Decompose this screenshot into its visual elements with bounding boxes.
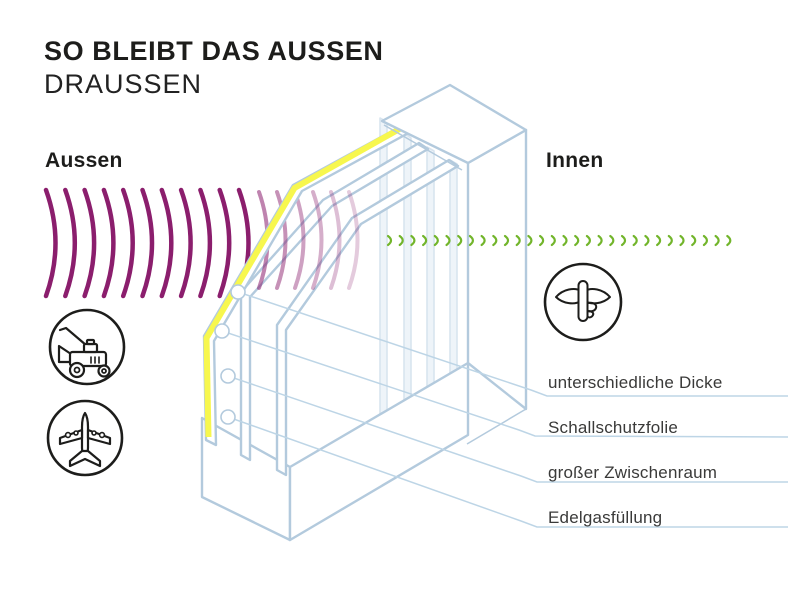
sound-wave-arc <box>101 187 116 299</box>
sound-wave-arc <box>457 234 463 247</box>
dampened-sound-waves <box>257 190 360 290</box>
sound-wave-arc <box>178 187 193 299</box>
sound-wave-arc <box>82 187 97 299</box>
sound-wave-arc <box>691 234 697 247</box>
sound-wave-arc <box>726 234 732 247</box>
sound-wave-arc <box>667 234 673 247</box>
sound-wave-arc <box>656 234 662 247</box>
sound-wave-arc <box>445 234 451 247</box>
sound-wave-arc <box>527 234 533 247</box>
callout-lines <box>221 291 789 528</box>
glass-pane-2 <box>239 141 430 462</box>
sound-wave-arc <box>702 234 708 247</box>
sound-wave-arc <box>159 187 174 299</box>
quiet-shh-icon <box>543 262 623 342</box>
lawnmower-icon <box>48 308 126 386</box>
sound-wave-arc <box>329 190 342 290</box>
inside-label: Innen <box>546 149 604 172</box>
sound-wave-arc <box>480 234 486 247</box>
headline-line2: DRAUSSEN <box>44 69 203 99</box>
callout-label-large-gap: großer Zwischenraum <box>548 463 718 482</box>
sound-wave-arc <box>422 234 428 247</box>
sound-wave-arc <box>597 234 603 247</box>
sound-wave-arc <box>433 234 439 247</box>
sound-wave-arc <box>120 187 135 299</box>
sound-wave-arc <box>539 234 545 247</box>
sound-wave-arc <box>386 234 393 247</box>
sound-wave-arc <box>644 234 650 247</box>
glass-pane-3 <box>275 158 460 477</box>
sound-wave-arc <box>275 190 288 290</box>
outside-label: Aussen <box>45 149 123 172</box>
callout-anchor-dots <box>214 284 246 425</box>
sound-wave-arc <box>620 234 627 247</box>
transmitted-quiet-waves <box>386 234 732 247</box>
airplane-icon <box>46 399 124 477</box>
outside-sound-waves <box>43 187 251 299</box>
sound-wave-arc <box>574 234 580 247</box>
sound-wave-arc <box>43 187 58 299</box>
callout-label-sound-protection-film: Schallschutzfolie <box>548 418 679 437</box>
headline-line1: SO BLEIBT DAS AUSSEN <box>44 36 384 66</box>
sound-wave-arc <box>398 234 404 247</box>
inner-glass-panes <box>239 141 460 477</box>
sound-wave-arc <box>347 190 360 290</box>
sound-wave-arc <box>585 234 591 247</box>
sound-wave-arc <box>198 187 213 299</box>
sound-wave-arc <box>503 234 510 247</box>
sound-wave-arc <box>217 187 232 299</box>
sound-wave-arc <box>63 187 77 299</box>
sound-wave-arc <box>311 190 324 290</box>
sound-wave-arc <box>550 234 556 247</box>
sound-wave-arc <box>140 187 155 299</box>
top-frame-block <box>380 83 528 411</box>
sound-wave-arc <box>632 234 638 247</box>
sound-wave-arc <box>562 234 568 247</box>
sound-wave-arc <box>468 234 474 247</box>
sound-wave-arc <box>492 234 498 247</box>
callout-label-noble-gas-filling: Edelgasfüllung <box>548 508 663 527</box>
sound-wave-arc <box>679 234 685 247</box>
sound-wave-arc <box>293 190 306 290</box>
sound-wave-arc <box>515 234 521 247</box>
sound-wave-arc <box>609 234 615 247</box>
sound-wave-arc <box>714 234 720 247</box>
callout-label-different-thickness: unterschiedliche Dicke <box>548 373 723 392</box>
sound-wave-arc <box>410 234 416 247</box>
sill-frame <box>200 361 527 542</box>
sound-protection-foil <box>203 124 405 438</box>
